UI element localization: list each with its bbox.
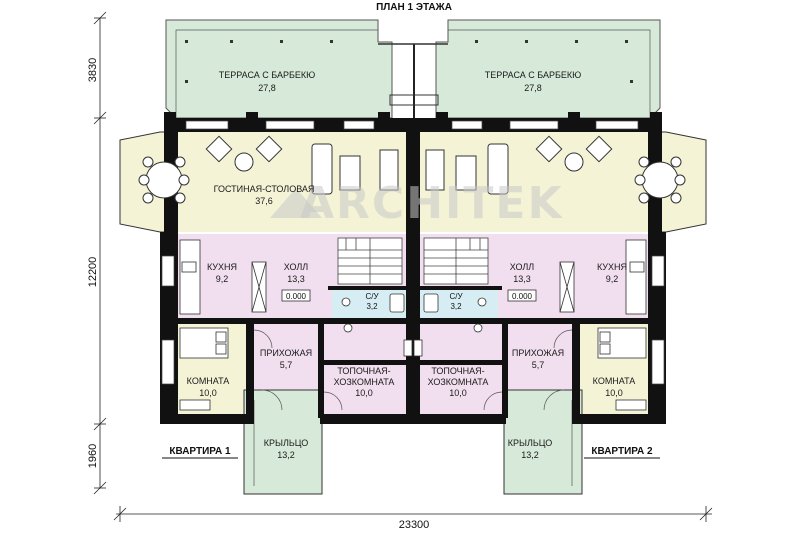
dimension-left — [93, 11, 107, 495]
plan-title: ПЛАН 1 ЭТАЖА — [376, 2, 452, 13]
terrace-railing-posts — [185, 40, 633, 83]
terrace-left-area-value: 27,8 — [258, 83, 276, 93]
boiler-right-area: 10,0 — [449, 388, 467, 398]
dim-bottom-total: 23300 — [399, 519, 430, 531]
porch-right-label: КРЫЛЬЦО — [508, 438, 553, 448]
dim-left-top: 3830 — [87, 58, 99, 82]
kitchen-left-label: КУХНЯ — [207, 262, 237, 272]
hall-left-area: 13,3 — [287, 274, 305, 284]
porch-left-label: КРЫЛЬЦО — [264, 438, 309, 448]
room-right-area: 10,0 — [605, 388, 623, 398]
kitchen-left-icon — [179, 239, 267, 315]
boiler-left-label-2: ХОЗКОМНАТА — [334, 377, 395, 387]
porch-left-area — [243, 389, 323, 495]
apartment-2-label: КВАРТИРА 2 — [591, 446, 653, 457]
windows-side — [161, 255, 665, 385]
terrace-left-railing — [175, 29, 378, 118]
sofa-right-icon — [425, 143, 509, 195]
entry-right-area: 5,7 — [532, 360, 545, 370]
bath-right-area: 3,2 — [450, 302, 462, 311]
armchairs-left-icon — [205, 135, 283, 172]
kitchen-right-area: 9,2 — [606, 274, 619, 284]
living-area-value: 37,6 — [255, 196, 273, 206]
windows-top — [185, 120, 639, 130]
dim-left-middle: 12200 — [87, 257, 99, 288]
dim-left-bottom: 1960 — [87, 444, 99, 468]
room-right-label: КОМНАТА — [593, 376, 636, 386]
boiler-left-label-1: ТОПОЧНАЯ- — [337, 366, 390, 376]
terrace-right-label: ТЕРРАСА С БАРБЕКЮ — [485, 70, 581, 80]
entry-left-label: ПРИХОЖАЯ — [260, 348, 312, 358]
hall-left-level-box — [281, 289, 311, 302]
bath-left-label: С/У — [365, 292, 379, 301]
bed-left-icon — [179, 327, 229, 411]
kitchen-left-area: 9,2 — [216, 274, 229, 284]
room-left-area: 10,0 — [199, 388, 217, 398]
porch-left-area: 13,2 — [277, 450, 295, 460]
boiler-left-area: 10,0 — [355, 388, 373, 398]
terrace-left-area — [165, 19, 393, 119]
boiler-right-label-2: ХОЗКОМНАТА — [428, 377, 489, 387]
door-swings — [253, 329, 573, 411]
hall-right-level: 0.000 — [512, 292, 533, 301]
watermark-text: ARCHITEK — [300, 178, 564, 229]
porch-right-area: 13,2 — [521, 450, 539, 460]
terrace-right-area — [435, 19, 661, 119]
terrace-right-area-value: 27,8 — [524, 83, 542, 93]
living-label: ГОСТИНАЯ-СТОЛОВАЯ — [214, 184, 315, 194]
hall-left-label: ХОЛЛ — [284, 262, 309, 272]
dimension-bottom — [113, 506, 713, 522]
living-right-area — [416, 132, 652, 232]
armchairs-right-icon — [535, 135, 613, 172]
bath-right-fixtures-icon — [423, 293, 487, 313]
bath-left-area: 3,2 — [366, 302, 378, 311]
terrace-right-railing — [448, 29, 651, 118]
hall-left-level: 0.000 — [286, 292, 307, 301]
stairs-right-icon — [423, 237, 489, 285]
room-left-label: КОМНАТА — [187, 376, 230, 386]
kitchen-right-label: КУХНЯ — [597, 262, 627, 272]
hall-right-area: 13,3 — [513, 274, 531, 284]
stairs-left-icon — [337, 237, 403, 285]
boiler-right-label-1: ТОПОЧНАЯ- — [431, 366, 484, 376]
hall-right-level-box — [507, 289, 537, 302]
terrace-pillars — [164, 112, 662, 124]
boiler-right-icon — [413, 323, 483, 357]
watermark: ARCHITEK — [270, 178, 564, 229]
bath-right-label: С/У — [449, 292, 463, 301]
porch-right-area — [503, 389, 583, 495]
boiler-left-icon — [343, 323, 413, 357]
dining-table-right-icon — [634, 156, 686, 204]
kitchen-right-icon — [559, 239, 647, 315]
entry-right-label: ПРИХОЖАЯ — [512, 348, 564, 358]
apartment-1-label: КВАРТИРА 1 — [169, 446, 231, 457]
dining-table-left-icon — [138, 156, 190, 204]
bath-left-fixtures-icon — [341, 293, 405, 313]
hall-right-label: ХОЛЛ — [510, 262, 535, 272]
bed-right-icon — [597, 327, 647, 411]
sofa-left-icon — [311, 143, 399, 195]
barbecue-left-icon — [389, 94, 439, 106]
terrace-left-label: ТЕРРАСА С БАРБЕКЮ — [219, 70, 315, 80]
entry-left-area: 5,7 — [280, 360, 293, 370]
